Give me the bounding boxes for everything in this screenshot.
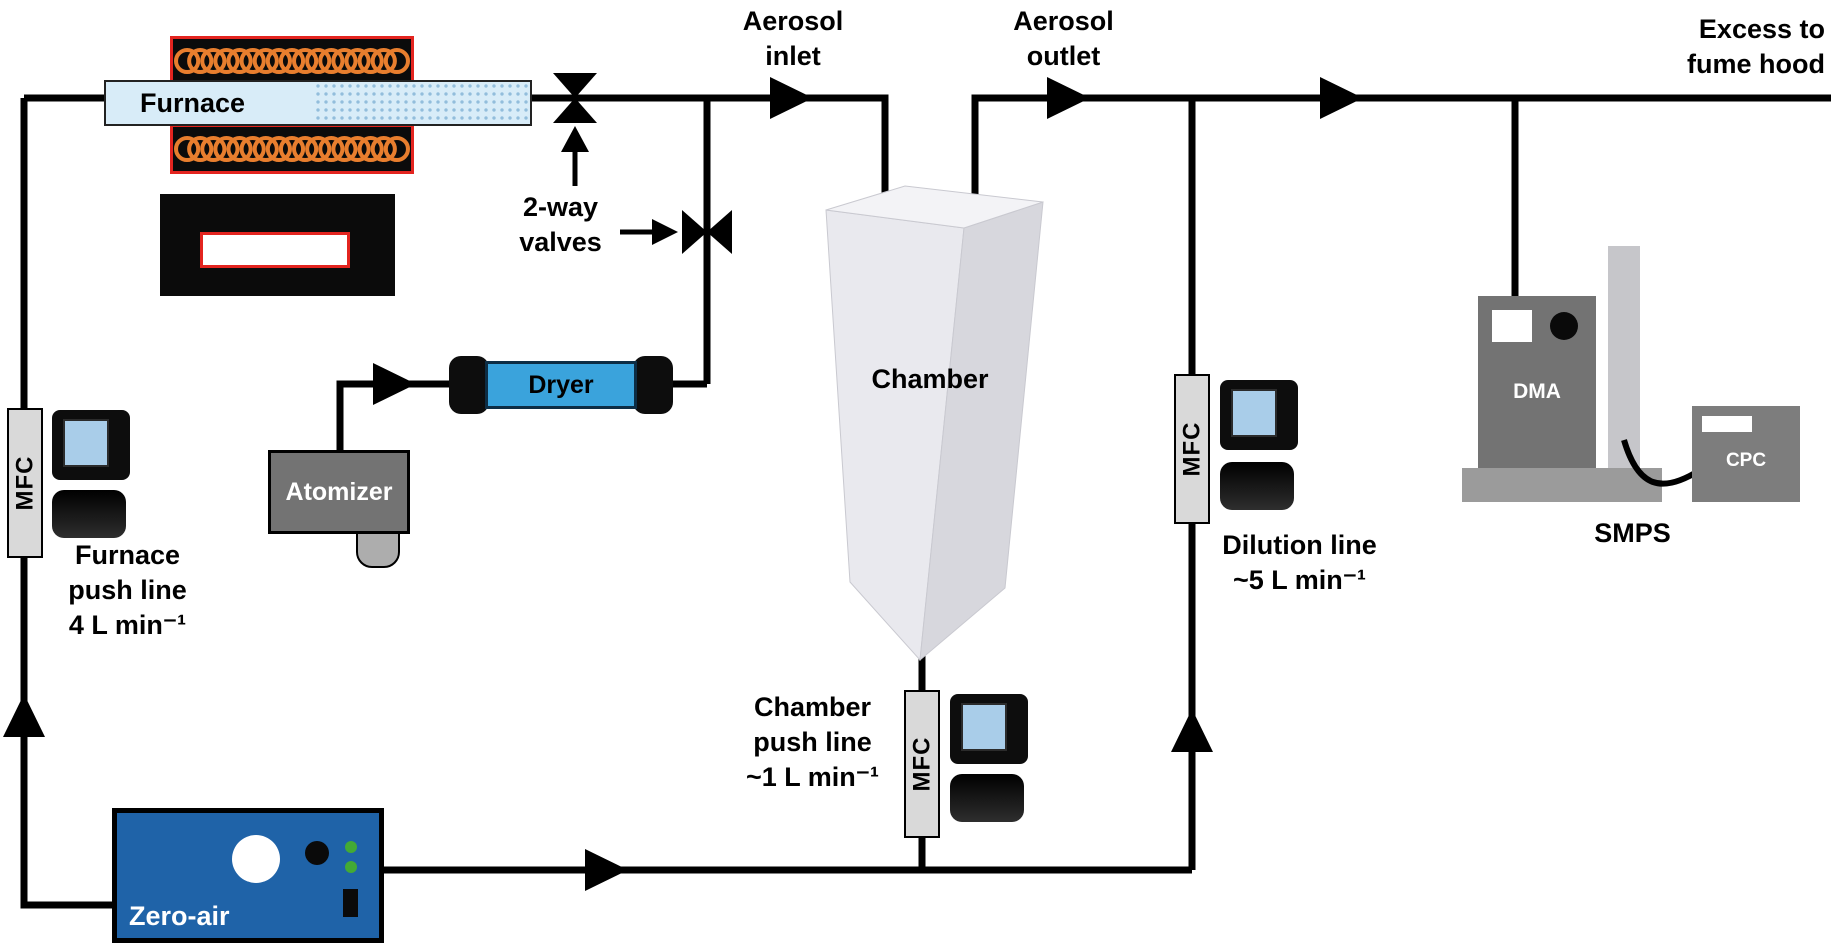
flow-arrow-furnace-push-up — [3, 694, 45, 737]
chamber-label: Chamber — [871, 364, 989, 394]
dryer-end-cap-right — [633, 356, 673, 414]
chamber — [825, 185, 1044, 662]
aerosol-outlet-label: Aerosol outlet — [1013, 6, 1114, 72]
pipe-furnace-push-line — [20, 98, 116, 909]
furnace-label: Furnace — [140, 88, 246, 118]
cpc-label: CPC — [1725, 450, 1767, 471]
mfc-dilution-label: MFC — [1178, 421, 1206, 477]
chamber-top-face — [825, 185, 1044, 229]
zero-air-knob-icon — [305, 841, 329, 865]
annotation-arrow-to-valve-1 — [561, 126, 589, 186]
atomizer-label: Atomizer — [285, 477, 393, 506]
cpc-unit: CPC — [1692, 406, 1800, 502]
mfc-screen — [63, 419, 109, 467]
heating-coil-icon — [173, 39, 411, 83]
two-way-valve-vertical-line — [682, 210, 732, 254]
mfc-furnace-push: MFC — [7, 408, 43, 558]
excess-to-fume-hood-label: Excess to fume hood — [1687, 14, 1825, 80]
aerosol-inlet-label: Aerosol inlet — [742, 6, 844, 72]
dma-unit: DMA — [1478, 296, 1596, 468]
chamber-push-line-label: Chamber push line ~1 L min⁻¹ — [745, 692, 880, 793]
atomizer: Atomizer — [268, 450, 410, 534]
dilution-line-label: Dilution line ~5 L min⁻¹ — [1222, 530, 1377, 596]
flow-arrow-atomizer-dryer — [373, 363, 416, 405]
cpc-display — [1702, 416, 1752, 432]
dma-label: DMA — [1513, 380, 1561, 403]
mfc-dilution: MFC — [1174, 374, 1210, 524]
zero-air-label: Zero-air — [129, 901, 230, 931]
dryer: Dryer — [485, 361, 637, 409]
dma-display — [1492, 310, 1532, 342]
flow-arrow-bottom-line — [585, 849, 628, 891]
two-way-valve-horizontal-line — [553, 73, 597, 123]
annotation-arrow-to-valve-2 — [620, 219, 678, 245]
zero-air-switch-icon — [343, 889, 358, 917]
flow-arrow-dilution-up — [1171, 709, 1213, 752]
smps-label: SMPS — [1594, 518, 1671, 548]
mfc-furnace-push-readout — [52, 410, 130, 480]
smps-platform — [1462, 468, 1662, 502]
furnace-controller-display — [200, 232, 350, 268]
mfc-dilution-readout — [1220, 380, 1298, 450]
furnace-tube: Furnace — [104, 80, 532, 126]
atomizer-spout — [356, 530, 400, 568]
furnace-heater-coil-top — [170, 36, 414, 86]
furnace-tube-dotted-zone — [314, 82, 528, 124]
zero-air-gauge-icon — [232, 835, 280, 883]
mfc-furnace-push-cylinder — [52, 490, 126, 538]
smps-column — [1608, 246, 1640, 468]
mfc-furnace-push-label: MFC — [11, 455, 39, 511]
mfc-chamber-push: MFC — [904, 690, 940, 838]
dma-knob-icon — [1550, 312, 1578, 340]
mfc-chamber-push-readout — [950, 694, 1028, 764]
zero-air-generator: Zero-air — [112, 808, 384, 943]
mfc-chamber-push-label: MFC — [908, 736, 936, 792]
pipe-chamber-outlet-main — [971, 94, 1831, 218]
flow-arrow-aerosol-outlet — [1047, 77, 1090, 119]
furnace-push-line-label: Furnace push line 4 L min⁻¹ — [68, 540, 187, 641]
zero-air-led-icon — [345, 861, 357, 873]
zero-air-led-icon — [345, 841, 357, 853]
furnace-heater-coil-bottom — [170, 124, 414, 174]
dryer-label: Dryer — [528, 370, 594, 399]
dryer-end-cap-left — [449, 356, 489, 414]
mfc-screen — [961, 703, 1007, 751]
flow-arrow-excess — [1320, 77, 1363, 119]
mfc-dilution-cylinder — [1220, 462, 1294, 510]
mfc-chamber-push-cylinder — [950, 774, 1024, 822]
two-way-valves-label: 2-way valves — [519, 192, 602, 258]
mfc-screen — [1231, 389, 1277, 437]
furnace-controller — [160, 194, 395, 296]
flow-arrow-aerosol-inlet — [770, 77, 813, 119]
heating-coil-icon — [173, 127, 411, 171]
